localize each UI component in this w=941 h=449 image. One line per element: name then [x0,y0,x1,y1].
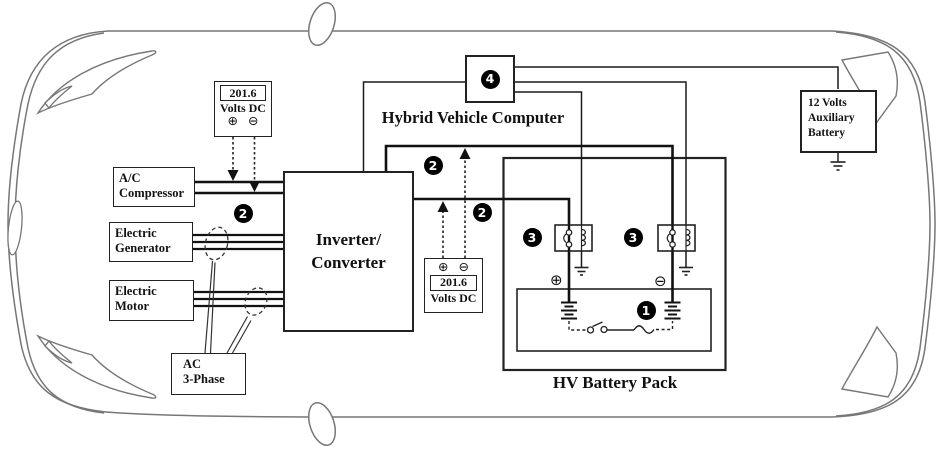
car-fog-lamp-left [7,200,23,256]
front-meter-unit: Volts DC [220,101,266,116]
hv-battery-cell-stack-positive [561,301,577,320]
badge-2-positive-cable: 2 [472,202,492,222]
car-tail-panel-bottom-right [840,325,898,398]
inverter-converter-box: Inverter/ Converter [283,171,414,332]
hybrid-vehicle-computer-text: Hybrid Vehicle Computer [381,108,565,127]
front-meter-reading: 201.6 [220,85,266,102]
car-mirror-bottom [307,402,337,446]
motor-three-phase-cables [194,290,285,308]
aux-battery-label: 12 Volts Auxiliary Battery [808,97,855,139]
hybrid-vehicle-computer-label: Hybrid Vehicle Computer [360,108,586,128]
wire-computer-to-inverter [362,81,466,171]
relay-coil [685,228,691,247]
hv-cable-negative [384,144,674,302]
generator-three-phase-cables [193,233,285,251]
three-phase-callout [204,226,268,354]
badge-3-left-relay: 3 [522,227,542,247]
front-meter-probe-arrows [227,137,260,192]
electric-motor-box: Electric Motor [109,280,194,321]
hv-computer-unit-box: 4 [465,55,515,103]
hv-positive-terminal-icon: ⊕ [550,271,563,289]
electric-generator-box: Electric Generator [109,222,193,262]
plus-terminal-icon: ⊕ [438,259,449,274]
hv-negative-terminal-icon: ⊖ [654,272,667,290]
ac-three-phase-box: AC 3-Phase [171,353,246,395]
motor-cable-highlight [244,287,268,316]
hv-battery-pack-text: HV Battery Pack [552,373,678,392]
ac-three-phase-label: AC 3-Phase [183,357,225,386]
wire-computer-to-left-relay [514,91,583,267]
service-plug-lever [592,321,603,328]
generator-cable-highlight [204,226,229,261]
badge-2-compressor-cable: 2 [233,203,253,223]
inverter-meter-reading: 201.6 [430,274,477,291]
car-mirror-top [307,2,337,46]
electric-motor-label: Electric Motor [115,284,157,313]
hv-cable-positive [413,197,571,302]
service-plug-and-fuse-string [568,321,674,334]
wire-computer-to-aux-battery [514,66,839,89]
fuse-icon [633,325,655,334]
inverter-voltage-meter: ⊕ ⊖ 201.6 Volts DC [424,258,483,313]
ac-compressor-label: A/C Compressor [119,171,185,200]
car-headlight-top-left [36,50,157,115]
hv-battery-pack-label: HV Battery Pack [504,373,726,393]
inverter-converter-label: Inverter/ Converter [311,229,386,272]
left-main-relay [554,224,593,252]
right-main-relay [657,224,696,252]
plus-terminal-icon: ⊕ [227,113,238,129]
relay-coil [581,228,587,247]
hv-battery-cell-stack-negative [664,301,681,320]
badge-4-computer: 4 [480,69,500,89]
hv-dc-cables [384,144,674,302]
aux-battery-box: 12 Volts Auxiliary Battery [800,90,877,153]
ac-compressor-cables [195,180,285,195]
hv-battery-pack-enclosure [502,156,727,372]
front-voltage-meter: 201.6 Volts DC ⊕ ⊖ [214,81,272,137]
inverter-meter-unit: Volts DC [430,290,477,305]
minus-terminal-icon: ⊖ [458,259,469,274]
minus-terminal-icon: ⊖ [248,113,259,129]
electric-generator-label: Electric Generator [115,226,171,255]
aux-battery-ground-icon [830,153,846,171]
badge-2-negative-cable: 2 [423,155,443,175]
wire-computer-to-right-relay [514,81,687,267]
left-relay-ground-icon [574,266,589,276]
ac-compressor-box: A/C Compressor [113,167,195,207]
badge-3-right-relay: 3 [623,227,643,247]
inverter-meter-probe-arrows [437,148,471,258]
badge-1-battery-cells: 1 [636,300,656,320]
car-tail-panel-top-right [840,51,898,124]
computer-control-wires [362,66,839,267]
car-headlight-bottom-left [36,334,157,399]
hv-battery-cells-enclosure [516,288,712,352]
right-relay-ground-icon [679,266,693,276]
